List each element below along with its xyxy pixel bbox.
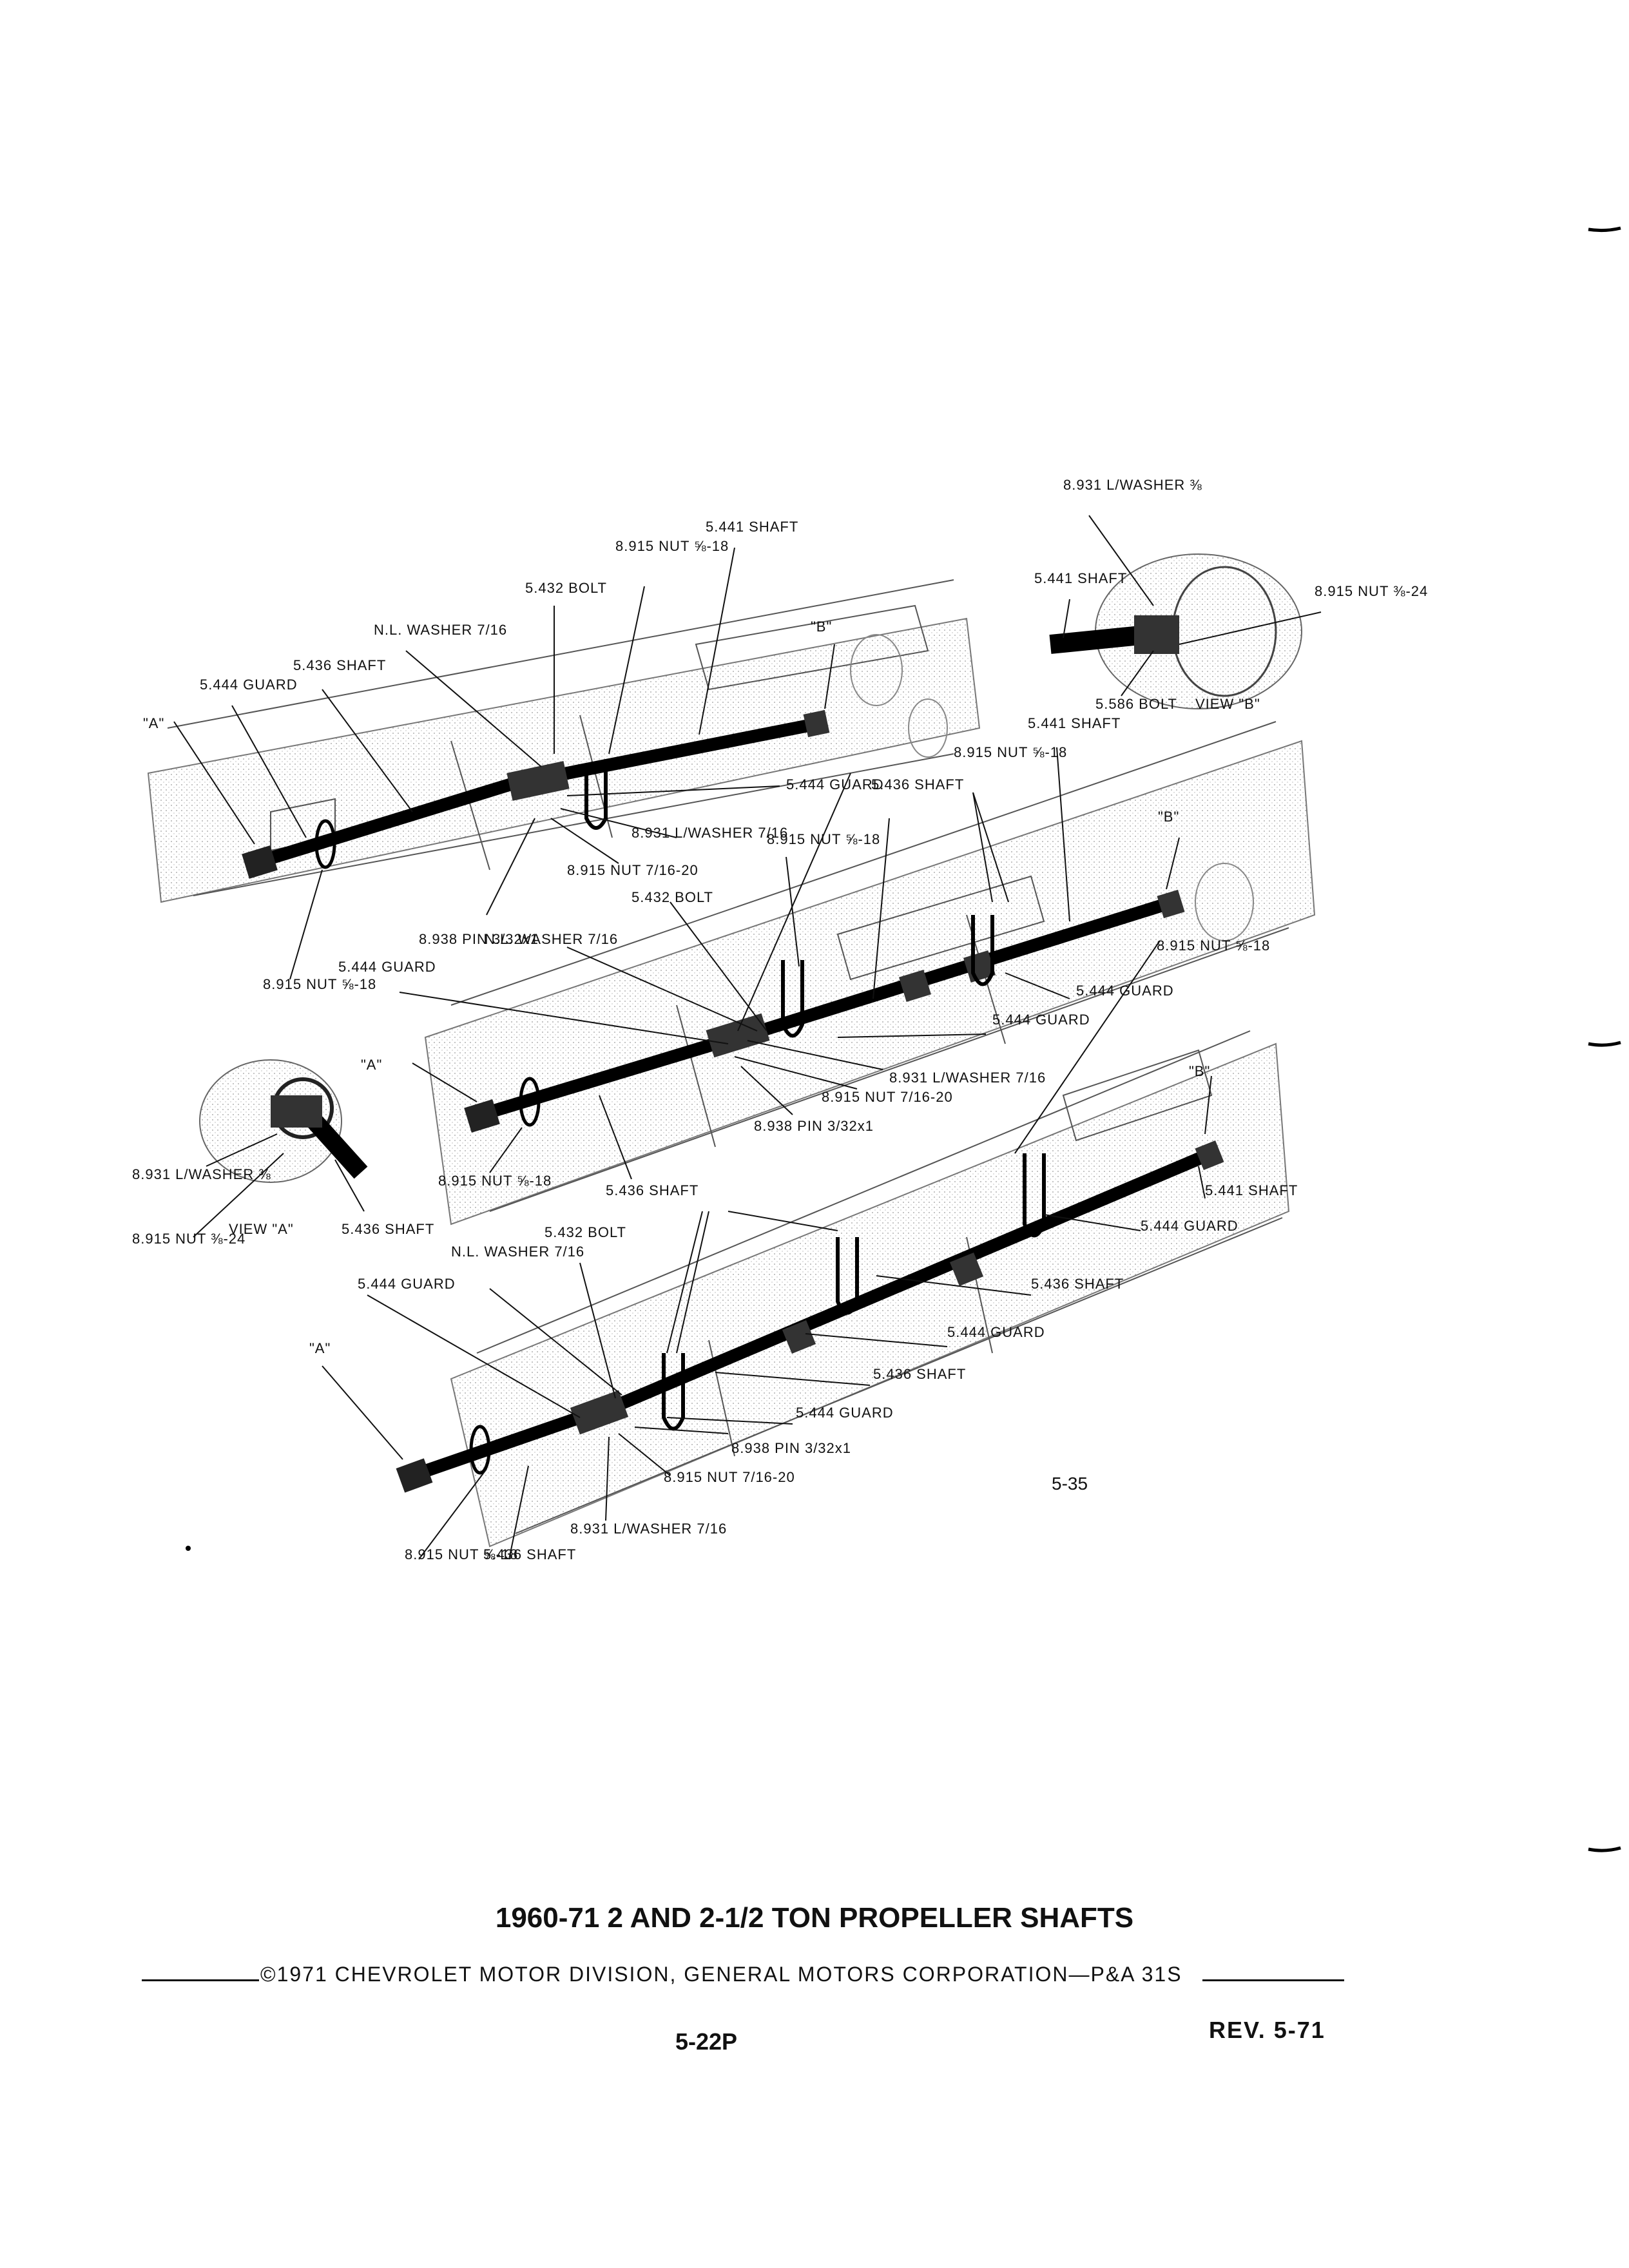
callout-label: "B"	[1158, 809, 1179, 825]
rule-right	[1202, 1979, 1344, 1981]
callout-label: 5.586 BOLT	[1095, 696, 1177, 712]
view-a-inset	[199, 1059, 368, 1183]
callout-label: 8.915 NUT ⅝-18	[954, 744, 1067, 760]
shaft-assembly-1	[242, 709, 830, 879]
callout-label: 5.436 SHAFT	[293, 657, 386, 673]
callout-label: 8.915 NUT ⅝-18	[405, 1546, 518, 1562]
callout-label: 5.441 SHAFT	[1205, 1182, 1298, 1198]
callout-label: "A"	[143, 715, 164, 731]
callout-label: 5.444 GUARD	[200, 677, 298, 693]
stray-dot	[186, 1546, 191, 1551]
callout-label: 8.938 PIN 3/32x1	[419, 931, 539, 947]
callout-label: 5.441 SHAFT	[1028, 715, 1121, 731]
callout-label: N.L. WASHER 7/16	[451, 1244, 584, 1260]
callout-label: 5.444 GUARD	[338, 959, 436, 975]
view-b-inset	[1049, 553, 1302, 709]
callout-label: 5.436 SHAFT	[871, 776, 964, 793]
callout-label: 8.915 NUT 7/16-20	[822, 1089, 953, 1105]
callout-label: 8.931 L/WASHER 7/16	[570, 1521, 727, 1537]
leader-lines	[173, 515, 1322, 1560]
callout-label: 5.432 BOLT	[631, 889, 713, 905]
callout-label: 5.444 GUARD	[1141, 1218, 1239, 1234]
callout-label: 8.915 NUT ⅜-24	[132, 1231, 246, 1247]
callout-label: 5.436 SHAFT	[1031, 1276, 1124, 1292]
callout-label: 8.938 PIN 3/32x1	[754, 1118, 874, 1134]
callout-label: 8.915 NUT ⅝-18	[438, 1173, 552, 1189]
copyright-line: ©1971 CHEVROLET MOTOR DIVISION, GENERAL …	[260, 1963, 1182, 1986]
callout-label: N.L. WASHER 7/16	[374, 622, 507, 638]
callout-label: 8.915 NUT ⅜-24	[1315, 583, 1428, 599]
callout-label: 5.444 GUARD	[358, 1276, 456, 1292]
callout-label: 5.444 GUARD	[947, 1324, 1045, 1340]
callout-label: "B"	[811, 619, 832, 635]
callout-label: 5.441 SHAFT	[706, 519, 798, 535]
callout-label: 5.444 GUARD	[796, 1405, 894, 1421]
callout-label: 8.938 PIN 3/32x1	[731, 1440, 851, 1456]
callout-label: 8.931 L/WASHER 7/16	[889, 1070, 1046, 1086]
callouts-diagram-2: 5.441 SHAFT 8.915 NUT ⅝-18 5.436 SHAFT 8…	[338, 715, 1179, 1198]
callout-label: 8.931 L/WASHER 7/16	[631, 825, 788, 841]
callout-label: "A"	[361, 1057, 382, 1073]
callouts-diagram-1: 5.441 SHAFT 8.915 NUT ⅝-18 5.432 BOLT N.…	[143, 519, 884, 992]
shaft-assembly-2	[464, 889, 1185, 1133]
callout-label: "B"	[1189, 1063, 1210, 1079]
callout-label: 8.915 NUT ⅝-18	[1157, 937, 1270, 954]
callout-label: 8.931 L/WASHER ⅜	[1063, 477, 1202, 493]
callout-label: 5.436 SHAFT	[483, 1546, 576, 1562]
revision-label: REV. 5-71	[1209, 2017, 1325, 2043]
binder-marks	[1588, 226, 1621, 1852]
callouts-view-a: 8.931 L/WASHER ⅜ 8.915 NUT ⅜-24 VIEW "A"…	[132, 1166, 434, 1247]
rule-left	[142, 1979, 259, 1981]
callout-label: VIEW "A"	[229, 1221, 294, 1237]
callout-label: 5.444 GUARD	[1076, 983, 1174, 999]
callout-label: VIEW "B"	[1195, 696, 1260, 712]
callouts-view-b: 8.931 L/WASHER ⅜ 5.441 SHAFT 8.915 NUT ⅜…	[1034, 477, 1428, 712]
callout-label: 8.915 NUT 7/16-20	[567, 862, 699, 878]
callout-label: N.L. WASHER 7/16	[485, 931, 618, 947]
callout-label: 5.444 GUARD	[786, 776, 884, 793]
page-title: 1960-71 2 AND 2-1/2 TON PROPELLER SHAFTS	[495, 1902, 1134, 1934]
frame-illustration-2	[424, 721, 1316, 1225]
callout-label: "A"	[309, 1340, 331, 1356]
callout-label: 5.432 BOLT	[525, 580, 607, 596]
callout-label: 8.915 NUT 7/16-20	[664, 1469, 795, 1485]
shaft-assembly-3	[396, 1140, 1224, 1493]
callout-label: 5.436 SHAFT	[606, 1182, 699, 1198]
callouts-diagram-3: 8.915 NUT ⅝-18 "B" 5.441 SHAFT 5.444 GUA…	[309, 937, 1298, 1562]
callout-label: 8.915 NUT ⅝-18	[615, 538, 729, 554]
callout-label: 5.444 GUARD	[992, 1012, 1090, 1028]
callout-label: 5.441 SHAFT	[1034, 570, 1127, 586]
callout-label: 8.931 L/WASHER ⅜	[132, 1166, 271, 1182]
callout-label: 5.432 BOLT	[545, 1224, 626, 1240]
callout-label: 8.915 NUT ⅝-18	[263, 976, 376, 992]
page-number: 5-22P	[675, 2028, 738, 2055]
callout-label: 5.436 SHAFT	[873, 1366, 966, 1382]
figure-number: 5-35	[1052, 1474, 1088, 1494]
callout-label: 8.915 NUT ⅝-18	[767, 831, 880, 847]
callout-label: 5.436 SHAFT	[342, 1221, 434, 1237]
